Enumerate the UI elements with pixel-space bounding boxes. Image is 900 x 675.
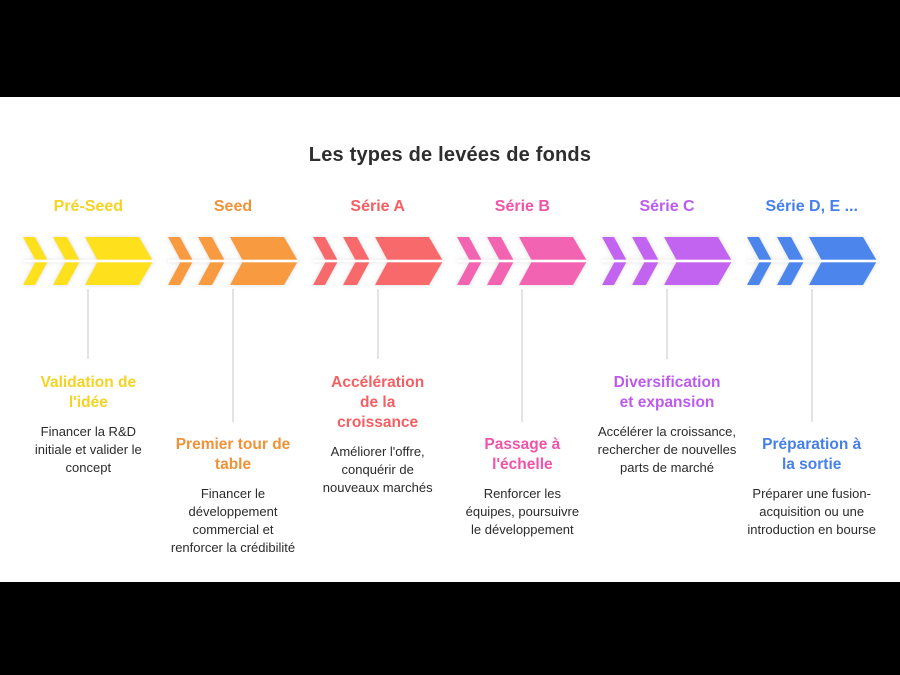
stage-column-pre-seed: Pré-Seed Validation de l'idée Financer l… [16,197,161,577]
stage-subtitle: Préparation à la sortie [762,436,862,473]
slide-canvas: Les types de levées de fonds Pré-Seed Va… [0,97,900,582]
connector-line [87,289,90,359]
chevron-arrows-icon [168,237,298,285]
stage-column-serie-b: Série B Passage à l'échelle Renforcer le… [450,197,595,577]
stage-column-serie-d: Série D, E ... Préparation à la sortie P… [739,197,884,577]
stage-label: Série C [639,198,695,215]
chevron-arrows-icon [746,237,877,285]
letterbox-bar-top [0,0,900,97]
connector-line [810,289,813,422]
chevron-arrows-icon [457,237,588,285]
stage-subtitle: Accélération de la croissance [331,374,425,431]
chevron-arrows-icon [602,237,733,285]
stage-label: Série A [350,198,405,215]
stage-label: Seed [213,198,253,215]
connector-line [376,289,379,359]
stage-subtitle: Premier tour de table [175,436,291,473]
chevron-arrows-icon [312,237,443,285]
stage-description: Financer le développement commercial et … [170,486,296,555]
stage-label: Pré-Seed [53,198,124,215]
connector-line [232,289,234,422]
connector-line [521,289,524,422]
letterbox-bar-bottom [0,582,900,675]
stage-description: Financer la R&D initiale et valider le c… [34,424,142,475]
stage-label: Série D, E ... [765,198,858,215]
stage-column-serie-c: Série C Diversification et expansion Acc… [595,197,740,577]
chevron-arrows-icon [23,237,154,285]
stage-subtitle: Validation de l'idée [40,374,137,411]
stage-description: Préparer une fusion- acquisition ou une … [747,486,877,537]
stage-column-serie-a: Série A Accélération de la croissance Am… [305,197,450,577]
stage-subtitle: Passage à l'échelle [484,436,561,473]
connector-line [666,289,669,359]
stage-label: Série B [494,198,550,215]
stage-description: Renforcer les équipes, poursuivre le dév… [465,486,580,537]
stage-description: Accélérer la croissance, rechercher de n… [597,424,737,475]
stages-row: Pré-Seed Validation de l'idée Financer l… [16,197,884,577]
stage-subtitle: Diversification et expansion [613,374,721,411]
stage-column-seed: Seed Premier tour de table Financer le d… [161,197,306,577]
stage-description: Améliorer l'offre, conquérir de nouveaux… [322,444,433,495]
diagram-title: Les types de levées de fonds [308,144,592,166]
